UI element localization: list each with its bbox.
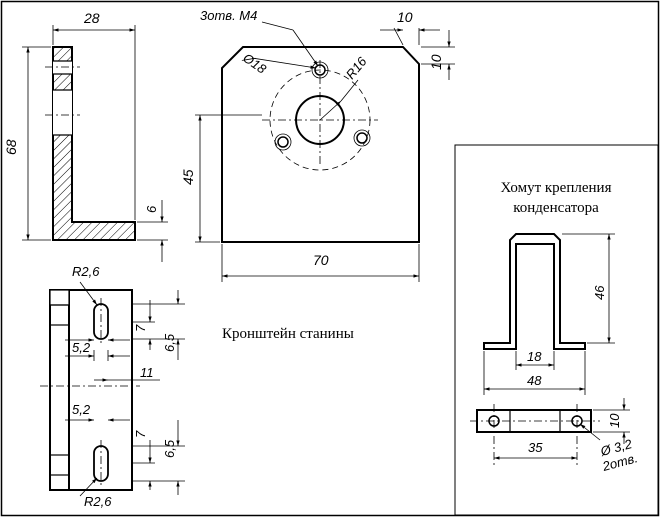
dim-hole-circle: Ø18: [239, 50, 269, 77]
dim-height-total: 68: [3, 139, 19, 155]
dim-clamp-inner-width: 18: [527, 349, 542, 364]
dim-slot-gap: 11: [140, 365, 154, 380]
dim-chamfer-vertical: 10: [428, 54, 444, 70]
dim-slot-width-bottom: 5,2: [72, 402, 91, 417]
clamp-title-line2: конденсатора: [513, 200, 599, 216]
dim-clamp-total-width: 48: [527, 373, 542, 388]
dim-center-height: 45: [180, 169, 196, 185]
dim-slot-radius-bottom: R2,6: [84, 494, 112, 509]
clamp-title-line1: Хомут крепления: [501, 180, 612, 196]
dim-slot-position-bottom: 6,5: [162, 439, 177, 458]
dim-clamp-height: 46: [592, 285, 607, 300]
bracket-bottom-dims: [65, 281, 185, 497]
bracket-side-view: [45, 46, 136, 241]
clamp-top-view: [470, 404, 600, 465]
clamp-front-view: [483, 233, 586, 350]
dim-slot-length-bottom: 7: [133, 430, 148, 438]
dim-thickness: 6: [144, 205, 159, 213]
dim-slot-length-top: 7: [133, 324, 148, 332]
bracket-side-dims: [22, 25, 168, 262]
dim-width-front: 70: [313, 252, 329, 268]
dim-slot-radius-top: R2,6: [72, 264, 100, 279]
dim-width-side: 28: [83, 10, 100, 26]
dim-slot-position-top: 6,5: [162, 333, 177, 352]
dim-slot-width-top: 5,2: [72, 340, 91, 355]
clamp-front-dims: [483, 233, 615, 395]
dim-clamp-hole-spacing: 35: [528, 440, 543, 455]
clamp-top-dims: [494, 398, 630, 460]
clamp-panel-border: [454, 144, 659, 516]
bracket-front-view: [221, 46, 420, 243]
bracket-bottom-view: [40, 289, 140, 491]
dim-chamfer: 10: [397, 9, 413, 25]
dim-holes-note: 3отв. М4: [200, 8, 257, 23]
bracket-front-dims: [195, 21, 455, 282]
dim-clamp-strip-width: 10: [607, 413, 622, 428]
bracket-title: Кронштейн станины: [222, 326, 354, 342]
